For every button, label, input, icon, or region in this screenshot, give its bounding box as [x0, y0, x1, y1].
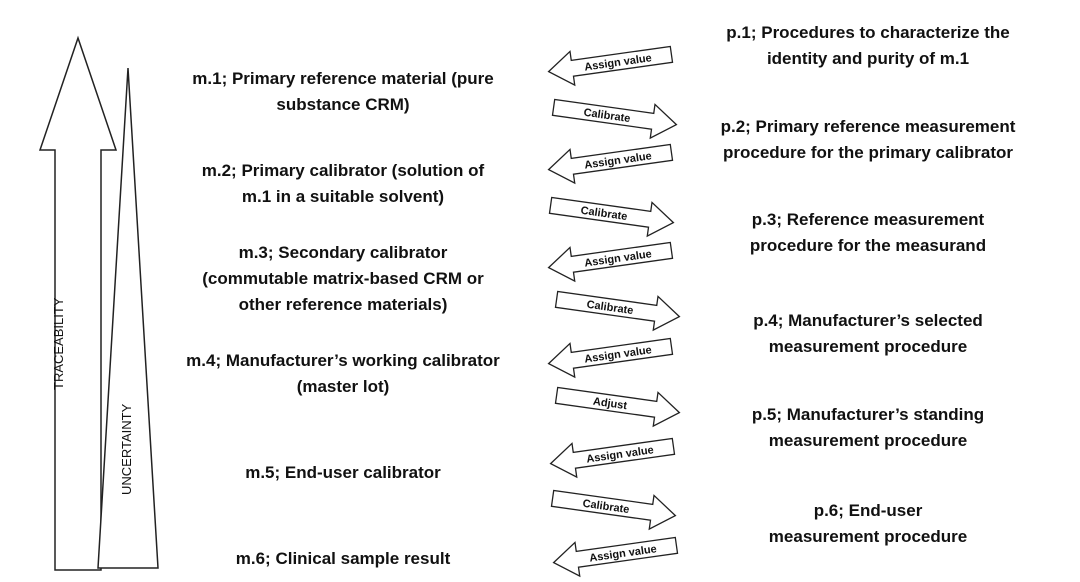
material-m1-line2: substance CRM) — [276, 95, 410, 114]
material-m4-line1: m.4; Manufacturer’s working calibrator — [186, 351, 500, 370]
arrow-3-shape — [547, 143, 674, 185]
procedure-p6-line1: p.6; End-user — [813, 501, 923, 520]
material-m6-line1: m.6; Clinical sample result — [235, 549, 451, 568]
procedure-p2-line1: p.2; Primary reference measurement — [720, 117, 1016, 136]
material-m5-line1: m.5; End-user calibrator — [245, 463, 441, 482]
material-m2: m.2; Primary calibrator (solution of m.1… — [143, 158, 543, 210]
procedure-p3-line2: procedure for the measurand — [749, 236, 987, 255]
procedure-p1: p.1; Procedures to characterize the iden… — [688, 20, 1048, 72]
material-m3: m.3; Secondary calibrator (commutable ma… — [143, 240, 543, 318]
arrow-2-shape — [551, 98, 678, 140]
material-m3-line1: m.3; Secondary calibrator — [238, 243, 448, 262]
material-m4-line2: (master lot) — [296, 377, 390, 396]
procedure-p4: p.4; Manufacturer’s selected measurement… — [688, 308, 1048, 360]
arrow-1: Assign value — [547, 45, 674, 87]
material-m6: m.6; Clinical sample result — [143, 546, 543, 572]
arrow-9: Assign value — [549, 437, 676, 479]
material-m1-line1: m.1; Primary reference material (pure — [192, 69, 494, 88]
material-m2-line1: m.2; Primary calibrator (solution of — [201, 161, 485, 180]
procedure-p2: p.2; Primary reference measurement proce… — [688, 114, 1048, 166]
arrow-8: Adjust — [554, 386, 681, 428]
uncertainty-label: UNCERTAINTY — [119, 403, 134, 495]
arrow-4-shape — [548, 196, 675, 238]
procedure-p4-line2: measurement procedure — [768, 337, 968, 356]
procedure-p6-line2: measurement procedure — [768, 527, 968, 546]
arrow-4: Calibrate — [548, 196, 675, 238]
arrow-6: Calibrate — [554, 290, 681, 332]
material-m4: m.4; Manufacturer’s working calibrator (… — [143, 348, 543, 400]
material-m5: m.5; End-user calibrator — [143, 460, 543, 486]
procedure-p5-line2: measurement procedure — [768, 431, 968, 450]
material-m3-line2: (commutable matrix-based CRM or — [202, 269, 484, 288]
arrow-1-shape — [547, 45, 674, 87]
uncertainty-wedge — [97, 67, 159, 569]
procedure-p3: p.3; Reference measurement procedure for… — [688, 207, 1048, 259]
arrow-11: Assign value — [552, 536, 679, 578]
procedure-p3-line1: p.3; Reference measurement — [751, 210, 985, 229]
arrow-9-shape — [549, 437, 676, 479]
procedure-p5: p.5; Manufacturer’s standing measurement… — [688, 402, 1048, 454]
arrow-7-shape — [547, 337, 674, 379]
traceability-label: TRACEABILITY — [51, 297, 66, 390]
procedure-p1-line2: identity and purity of m.1 — [766, 49, 970, 68]
arrow-7: Assign value — [547, 337, 674, 379]
arrow-5-shape — [547, 241, 674, 283]
arrow-5: Assign value — [547, 241, 674, 283]
material-m1: m.1; Primary reference material (pure su… — [143, 66, 543, 118]
procedure-p1-line1: p.1; Procedures to characterize the — [726, 23, 1010, 42]
procedure-p2-line2: procedure for the primary calibrator — [722, 143, 1014, 162]
arrow-6-shape — [554, 290, 681, 332]
procedure-p4-line1: p.4; Manufacturer’s selected — [753, 311, 983, 330]
traceability-arrow — [38, 35, 118, 571]
arrow-10-shape — [550, 489, 677, 531]
procedure-p5-line1: p.5; Manufacturer’s standing — [751, 405, 985, 424]
arrow-8-shape — [554, 386, 681, 428]
arrow-10: Calibrate — [550, 489, 677, 531]
arrow-2: Calibrate — [551, 98, 678, 140]
arrow-11-shape — [552, 536, 679, 578]
procedure-p6: p.6; End-user measurement procedure — [688, 498, 1048, 550]
material-m3-line3: other reference materials) — [238, 295, 448, 314]
material-m2-line2: m.1 in a suitable solvent) — [241, 187, 445, 206]
arrow-3: Assign value — [547, 143, 674, 185]
arrow-8-label: Adjust — [592, 396, 628, 413]
